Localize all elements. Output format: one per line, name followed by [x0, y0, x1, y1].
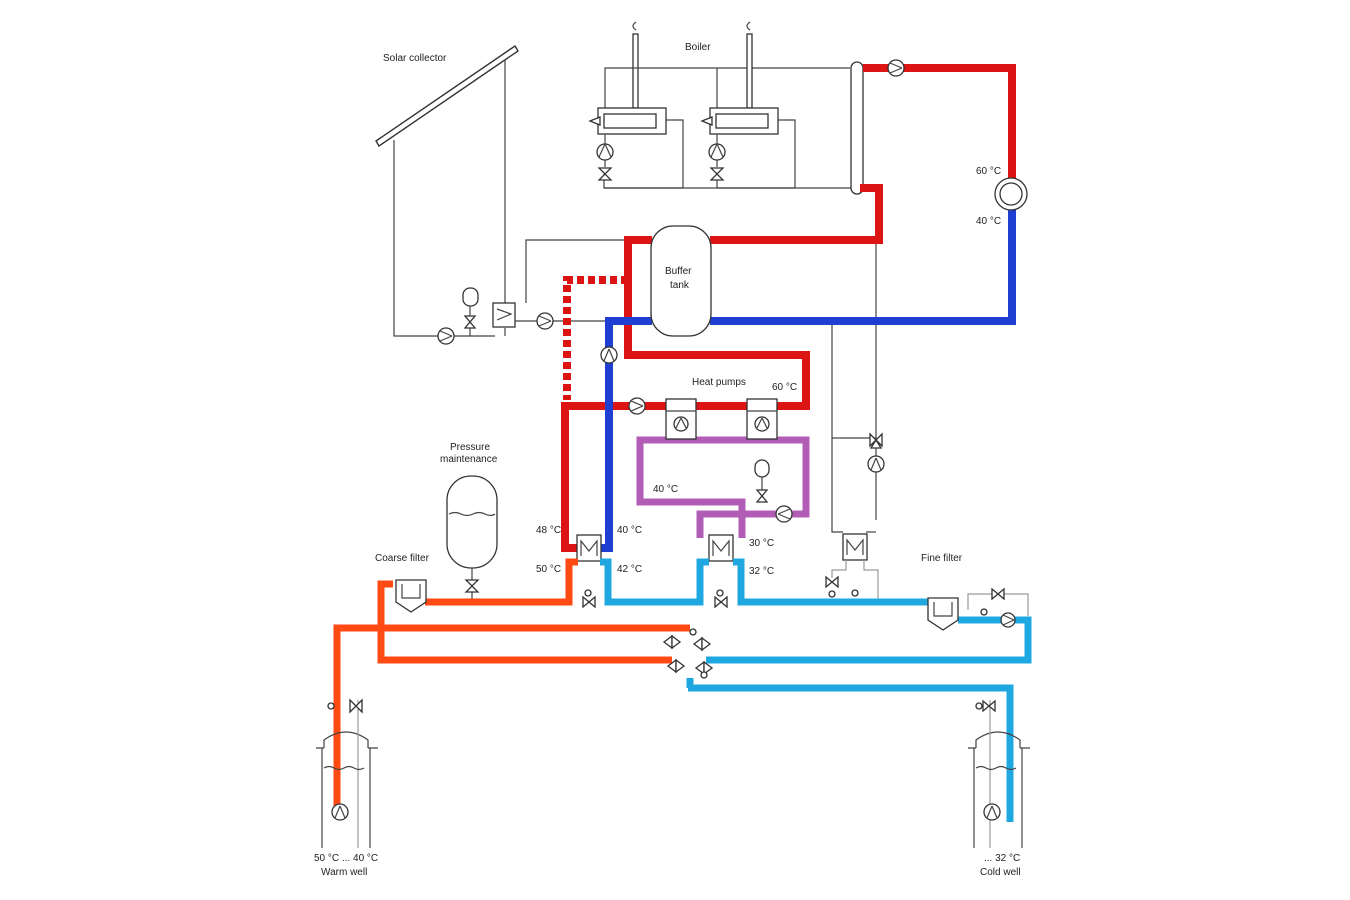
pressure-label-1: Pressure: [450, 442, 490, 453]
heat-pump-icon: [665, 398, 697, 440]
heat-exchanger-icon: [576, 534, 602, 562]
heat-exchanger-icon: [842, 533, 868, 561]
buffer-tank: [650, 225, 712, 337]
pressure-label-2: maintenance: [440, 454, 498, 465]
coarse-filter-label: Coarse filter: [375, 553, 430, 564]
heat-pump-icon: [746, 398, 778, 440]
filter-icon: [927, 597, 959, 631]
hydraulic-separator: [850, 61, 864, 195]
warm-well-temp: 50 °C ... 40 °C: [314, 853, 378, 864]
temp-heat-pump-out: 60 °C: [772, 382, 797, 393]
pipes-hot: [561, 64, 1016, 552]
consumer-icon: [994, 177, 1028, 211]
well-icon: [968, 699, 1030, 848]
boiler-1: [588, 21, 850, 189]
pipes-evaporator: [636, 436, 810, 538]
pump-icon: [983, 803, 1001, 821]
valve-icon: [869, 432, 883, 449]
well-icon: [316, 698, 378, 848]
solar-collector: [375, 45, 519, 337]
temp-hx1-top-right: 40 °C: [617, 525, 642, 536]
boiler-2: [700, 21, 796, 189]
valve-icon: [582, 575, 839, 609]
temp-hx2-top-right: 30 °C: [749, 538, 774, 549]
pump-icon: [331, 803, 349, 821]
pump-icon: [600, 346, 618, 364]
valve-icon: [991, 587, 1005, 601]
solar-collector-label: Solar collector: [383, 53, 447, 64]
warm-well-label: Warm well: [321, 867, 367, 878]
boiler-label: Boiler: [685, 42, 711, 53]
expansion-vessel-icon: [462, 287, 479, 316]
pipes-cold-well: [600, 558, 1032, 822]
pump-icon: [867, 455, 885, 473]
pump-icon: [628, 397, 646, 415]
buffer-tank-label-1: Buffer: [665, 266, 692, 277]
buffer-tank-label-2: tank: [670, 280, 690, 291]
pump-icon: [775, 505, 793, 523]
fine-filter-label: Fine filter: [921, 553, 963, 564]
temp-hx1-bottom-right: 42 °C: [617, 564, 642, 575]
pump-icon: [536, 312, 554, 330]
temp-consumer-supply: 60 °C: [976, 166, 1001, 177]
heat-exchanger-icon: [492, 302, 516, 328]
pipes-return: [600, 208, 1016, 552]
temp-hx1-top-left: 48 °C: [536, 525, 561, 536]
pump-icon: [887, 59, 905, 77]
temp-consumer-return: 40 °C: [976, 216, 1001, 227]
pump-icon: [1000, 612, 1016, 628]
temp-evap-loop: 40 °C: [653, 484, 678, 495]
heat-pumps-label: Heat pumps: [692, 377, 746, 388]
valve-icon: [463, 315, 477, 336]
expansion-vessel-icon: [446, 475, 498, 600]
expansion-vessel-icon: [754, 459, 770, 503]
cold-well-temp: ... 32 °C: [984, 853, 1020, 864]
temp-hx1-bottom-left: 50 °C: [536, 564, 561, 575]
heat-exchanger-icon: [708, 534, 734, 562]
valve-icon: [662, 634, 714, 676]
pump-icon: [437, 327, 455, 345]
filter-icon: [395, 579, 427, 613]
pipes-warm-well: [333, 558, 690, 808]
temp-hx2-bottom-right: 32 °C: [749, 566, 774, 577]
cold-well-label: Cold well: [980, 867, 1021, 878]
